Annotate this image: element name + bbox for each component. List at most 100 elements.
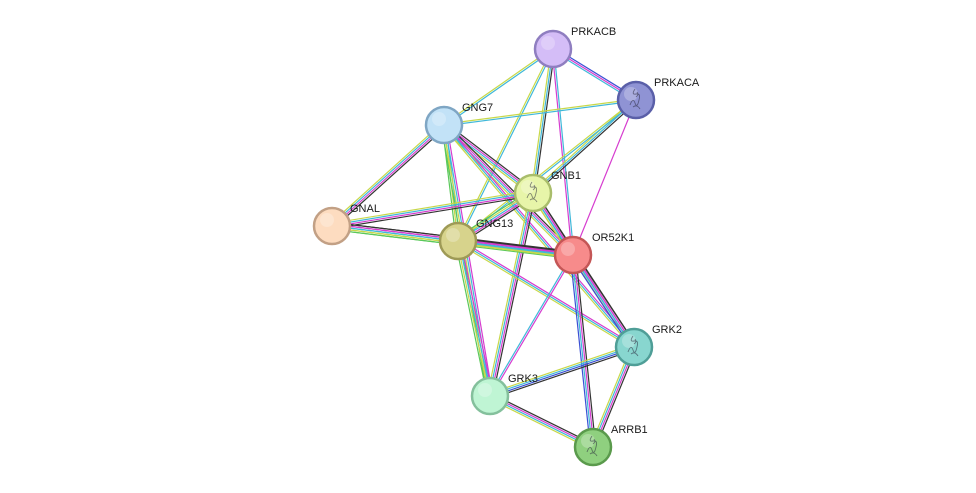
edge-evidence-line-cyan — [489, 345, 634, 396]
node-highlight — [541, 36, 555, 50]
node-label: PRKACB — [571, 26, 616, 38]
edge-evidence-line-black — [490, 348, 636, 400]
protein-structure-icon — [526, 181, 538, 203]
node-circle[interactable] — [533, 29, 573, 69]
edge-gng7-gnal[interactable] — [329, 122, 447, 229]
edge-evidence-line-black — [445, 122, 576, 254]
edge-evidence-line-cyan — [488, 192, 533, 396]
node-label: GNB1 — [551, 170, 581, 182]
edge-evidence-line-yellow — [486, 192, 531, 396]
edge-evidence-line-yellow — [488, 343, 634, 395]
edge-or52k1-arrb1[interactable] — [569, 254, 597, 448]
edge-evidence-line-magenta — [551, 49, 573, 256]
edge-evidence-line-black — [575, 254, 597, 447]
node-highlight — [561, 242, 575, 256]
node-circle[interactable] — [614, 327, 654, 367]
node-gnal[interactable]: GNAL — [312, 203, 380, 246]
node-prkacb[interactable]: PRKACB — [533, 26, 616, 69]
edge-evidence-line-cyan — [488, 254, 573, 396]
edge-evidence-line-yellow — [530, 48, 552, 193]
node-grk2[interactable]: GRK2 — [614, 324, 682, 367]
edge-prkacb-gnb1[interactable] — [530, 48, 556, 194]
edge-evidence-line-magenta — [332, 193, 534, 228]
edge-evidence-line-yellow — [331, 189, 533, 224]
node-grk3[interactable]: GRK3 — [470, 373, 538, 416]
edge-evidence-line-cyan — [457, 241, 573, 257]
edge-evidence-line-cyan — [532, 48, 554, 194]
edge-gnb1-gnal[interactable] — [331, 189, 534, 230]
edge-evidence-line-cyan — [457, 240, 635, 348]
node-label: PRKACA — [654, 77, 700, 89]
edge-evidence-line-magenta — [572, 99, 637, 256]
edge-evidence-line-yellow — [456, 242, 634, 350]
edge-prkaca-gng13[interactable] — [457, 98, 637, 243]
edge-evidence-line-black — [332, 195, 534, 230]
edge-prkaca-or52k1[interactable] — [572, 99, 637, 256]
edge-evidence-line-black — [490, 393, 595, 446]
node-or52k1[interactable]: OR52K1 — [553, 232, 634, 275]
edge-evidence-line-cyan — [458, 240, 492, 396]
node-circle[interactable] — [424, 105, 464, 145]
edge-evidence-line-yellow — [329, 122, 443, 225]
protein-structure-icon — [627, 335, 639, 357]
edge-evidence-line-magenta — [460, 240, 494, 396]
edge-evidence-line-cyan — [571, 255, 593, 448]
edge-evidence-line-cyan — [443, 124, 635, 348]
edge-evidence-line-yellow — [443, 98, 636, 125]
edge-prkaca-gng7[interactable] — [443, 98, 637, 127]
node-circle[interactable] — [573, 427, 613, 467]
node-circle[interactable] — [616, 80, 656, 120]
edge-prkacb-gng13[interactable] — [456, 48, 555, 242]
node-label: GNG7 — [462, 102, 493, 114]
node-gng7[interactable]: GNG7 — [424, 102, 493, 145]
edge-evidence-line-yellow — [442, 125, 634, 349]
edge-gng13-grk3[interactable] — [454, 240, 494, 397]
node-gng13[interactable]: GNG13 — [438, 218, 513, 261]
edge-evidence-line-yellow — [488, 397, 593, 450]
node-arrb1[interactable]: ARRB1 — [573, 424, 648, 467]
edge-evidence-line-yellow — [457, 243, 573, 259]
node-circle[interactable] — [513, 173, 553, 213]
edge-gng7-grk2[interactable] — [442, 123, 636, 349]
edge-evidence-line-blue — [490, 347, 635, 398]
node-circle[interactable] — [312, 206, 352, 246]
node-highlight — [478, 383, 492, 397]
edge-evidence-line-yellow — [456, 48, 553, 241]
edge-evidence-line-black — [534, 49, 556, 194]
edge-gng13-grk2[interactable] — [456, 238, 636, 350]
edge-grk2-grk3[interactable] — [488, 343, 636, 400]
node-label: GRK3 — [508, 373, 538, 385]
edge-or52k1-grk3[interactable] — [488, 254, 575, 397]
node-label: GNG13 — [476, 218, 513, 230]
node-circle[interactable] — [470, 376, 510, 416]
node-circle[interactable] — [553, 235, 593, 275]
edge-evidence-line-magenta — [446, 124, 494, 396]
edge-evidence-line-magenta — [458, 238, 636, 346]
edge-evidence-line-magenta — [573, 254, 595, 447]
protein-structure-icon — [586, 435, 598, 457]
edge-prkacb-gng7[interactable] — [443, 47, 554, 127]
edge-evidence-line-cyan — [444, 100, 637, 127]
edge-prkacb-or52k1[interactable] — [551, 48, 575, 256]
node-prkaca[interactable]: PRKACA — [616, 77, 700, 120]
edge-evidence-line-green — [454, 241, 488, 397]
protein-structure-icon — [629, 88, 641, 110]
edge-gng13-or52k1[interactable] — [457, 237, 574, 259]
edge-evidence-line-magenta — [490, 193, 535, 397]
edge-evidence-line-magenta — [444, 123, 575, 255]
edge-evidence-line-cyan — [553, 48, 575, 255]
node-label: GNAL — [350, 203, 380, 215]
node-gnb1[interactable]: GNB1 — [513, 170, 581, 213]
node-circle[interactable] — [438, 221, 478, 261]
node-highlight — [320, 213, 334, 227]
edge-evidence-line-yellow — [457, 98, 636, 241]
edge-evidence-line-magenta — [332, 125, 446, 228]
edge-evidence-line-cyan — [458, 49, 555, 242]
edge-gnb1-grk3[interactable] — [486, 192, 537, 397]
edge-evidence-line-cyan — [444, 49, 554, 127]
node-highlight — [432, 112, 446, 126]
edge-evidence-line-yellow — [443, 47, 553, 125]
node-label: OR52K1 — [592, 232, 634, 244]
